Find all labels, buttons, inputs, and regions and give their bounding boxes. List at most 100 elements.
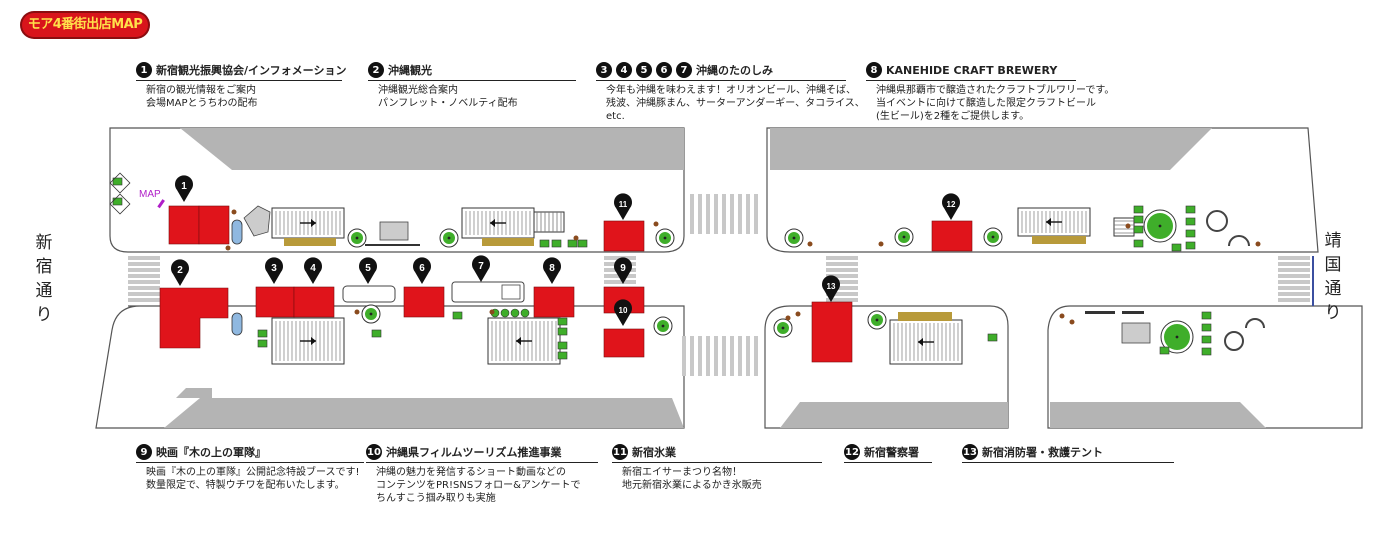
planter	[1159, 346, 1170, 355]
legend-description: 当イベントに向けて醸造した限定クラフトビール	[876, 98, 1096, 109]
crosswalk-stripe	[746, 336, 750, 376]
legend-description: 会場MAPとうちわの配布	[146, 98, 258, 109]
legend-description: 新宿の観光情報をご案内	[146, 85, 256, 96]
pin-9: 9	[613, 257, 632, 284]
street-label-shinjuku-dori: 新宿通り	[33, 231, 55, 327]
crosswalk-stripe	[128, 262, 160, 266]
legend-title: KANEHIDE CRAFT BREWERY	[886, 63, 1058, 77]
crosswalk-stripe	[1278, 292, 1310, 296]
pin-1: 1	[175, 175, 193, 202]
planter	[1185, 229, 1196, 238]
pin-2: 2	[171, 259, 189, 286]
legend-title: 沖縄のたのしみ	[696, 63, 773, 77]
booths	[159, 205, 973, 363]
pin-7: 7	[472, 255, 490, 282]
crosswalk-stripe	[730, 194, 734, 234]
pin-number: 11	[619, 200, 628, 209]
tree	[361, 304, 381, 324]
pin-number: 12	[947, 200, 956, 209]
booth-13	[811, 301, 853, 363]
planter	[1133, 215, 1144, 224]
legend-number: 9	[136, 444, 152, 460]
pin-number: 1	[181, 181, 187, 192]
posts	[225, 209, 1261, 325]
pin-number: 8	[549, 263, 555, 274]
crosswalk-stripe	[1278, 286, 1310, 290]
post	[489, 309, 495, 315]
tree	[894, 227, 914, 247]
planter	[557, 351, 568, 360]
tree	[1160, 320, 1194, 354]
street-label-char: 国	[1324, 255, 1342, 275]
tree	[347, 228, 367, 248]
crosswalk-stripe	[1278, 280, 1310, 284]
legend-title: 新宿警察署	[864, 445, 919, 459]
planter	[257, 329, 268, 338]
planter	[112, 197, 123, 206]
planter	[371, 329, 382, 338]
legend-description: 沖縄の魅力を発信するショート動画などの	[376, 467, 566, 478]
crosswalk-stripe	[698, 194, 702, 234]
tree	[1143, 209, 1177, 243]
map-label: MAP	[139, 189, 161, 200]
legend-description: ちんすこう掴み取りも実施	[376, 493, 496, 504]
pin-13: 13	[822, 275, 840, 302]
post	[795, 311, 801, 317]
legend-number: 2	[368, 62, 384, 78]
planter	[557, 341, 568, 350]
legend-description: 数量限定で、特製ウチワを配布いたします。	[146, 480, 345, 491]
crosswalk-stripe	[754, 336, 758, 376]
post	[231, 209, 237, 215]
legend-title: 沖縄観光	[388, 63, 432, 77]
building-masses	[164, 128, 1266, 428]
booth-10	[603, 328, 645, 358]
crosswalk-stripe	[730, 336, 734, 376]
crosswalk-stripe	[826, 286, 858, 290]
crosswalk-stripe	[698, 336, 702, 376]
pin-6: 6	[413, 257, 431, 284]
pin-number: 3	[271, 263, 277, 274]
planter-frame	[109, 193, 131, 215]
crosswalk-stripe	[738, 194, 742, 234]
legend-description: 沖縄観光総合案内	[378, 85, 458, 96]
tent	[889, 319, 963, 365]
booth-4	[293, 286, 335, 318]
crosswalk-stripe	[1278, 298, 1310, 302]
tree	[983, 227, 1003, 247]
booth-12	[931, 220, 973, 252]
planter	[1201, 335, 1212, 344]
tent	[271, 207, 345, 239]
legend-number: 11	[612, 444, 628, 460]
booth-11	[603, 220, 645, 252]
tree	[867, 310, 887, 330]
stairs	[533, 211, 1135, 237]
pin-number: 6	[419, 263, 425, 274]
planter	[1133, 205, 1144, 214]
legend-description: 映画『木の上の軍隊』公開記念特設ブースです!	[146, 467, 360, 478]
planter	[257, 339, 268, 348]
planter	[1185, 205, 1196, 214]
legend-title: 新宿消防署・救護テント	[982, 445, 1103, 459]
crosswalk-stripe	[826, 298, 858, 302]
crosswalk-stripe	[128, 274, 160, 278]
crosswalk-stripe	[826, 268, 858, 272]
crosswalk-stripe	[1278, 262, 1310, 266]
bollard	[500, 308, 510, 318]
legend-number: 1	[136, 62, 152, 78]
pin-number: 4	[310, 263, 316, 274]
crosswalk-stripe	[826, 280, 858, 284]
pin-4: 4	[304, 257, 322, 284]
legend-description: 沖縄県那覇市で醸造されたクラフトブルワリーです。	[876, 85, 1115, 96]
crosswalk-stripe	[826, 262, 858, 266]
planter	[987, 333, 998, 342]
crosswalk-stripe	[604, 280, 636, 284]
planter	[567, 239, 578, 248]
